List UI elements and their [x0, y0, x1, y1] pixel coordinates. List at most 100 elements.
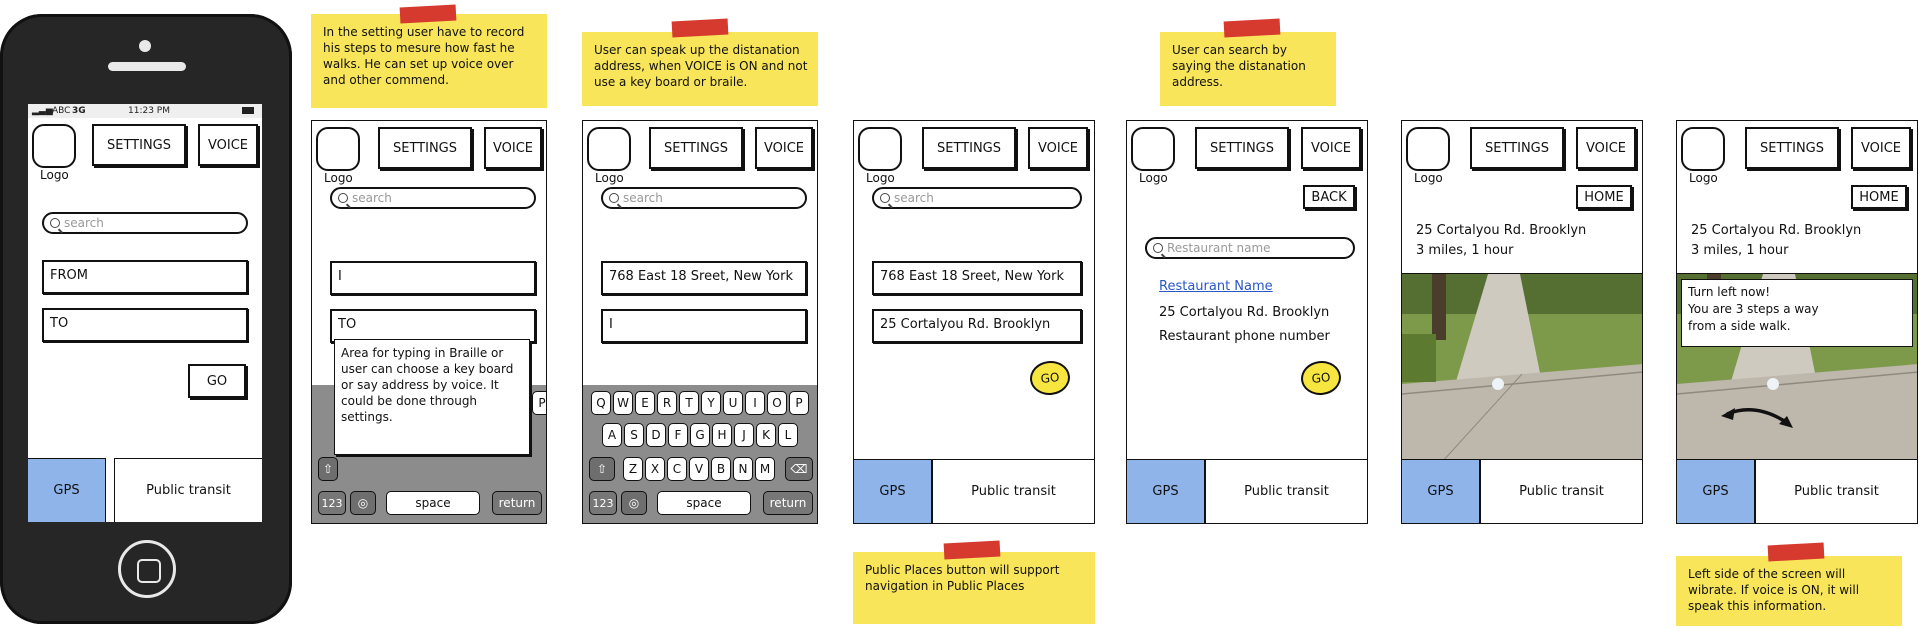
search-input[interactable]: search — [330, 187, 536, 209]
key-d[interactable]: D — [646, 423, 666, 447]
key-p[interactable]: P — [532, 391, 546, 415]
home-button-icon[interactable] — [118, 540, 176, 598]
restaurant-search-input[interactable]: Restaurant name — [1145, 237, 1355, 259]
to-field[interactable]: I — [601, 309, 807, 343]
public-transit-button[interactable]: Public transit — [1480, 459, 1642, 523]
trip-distance: 3 miles, 1 hour — [1691, 243, 1789, 258]
key-x[interactable]: X — [645, 457, 665, 481]
keyboard[interactable]: Q W E R T Y U I O P A S D F G H J K L ⇧ … — [583, 385, 817, 523]
backspace-key-icon[interactable]: ⌫ — [785, 457, 813, 481]
to-field[interactable]: 25 Cortalyou Rd. Brooklyn — [872, 309, 1082, 343]
key-r[interactable]: R — [657, 391, 677, 415]
key-u[interactable]: U — [723, 391, 743, 415]
key-i[interactable]: I — [745, 391, 765, 415]
home-button[interactable]: HOME — [1576, 185, 1632, 209]
space-key[interactable]: space — [657, 491, 751, 515]
key-v[interactable]: V — [689, 457, 709, 481]
search-input[interactable]: search — [872, 187, 1082, 209]
key-e[interactable]: E — [635, 391, 655, 415]
tape-decoration — [671, 18, 729, 38]
voice-button[interactable]: VOICE — [198, 124, 258, 166]
go-button[interactable]: GO — [188, 364, 246, 398]
return-key[interactable]: return — [763, 491, 813, 515]
key-j[interactable]: J — [734, 423, 754, 447]
search-placeholder: search — [894, 191, 934, 205]
settings-button[interactable]: SETTINGS — [378, 127, 472, 169]
key-a[interactable]: A — [602, 423, 622, 447]
gps-button[interactable]: GPS — [28, 458, 106, 522]
gps-button[interactable]: GPS — [1402, 459, 1480, 523]
public-transit-button[interactable]: Public transit — [932, 459, 1094, 523]
camera-icon — [139, 40, 151, 52]
from-field[interactable]: 768 East 18 Sreet, New York — [601, 261, 807, 295]
search-placeholder: search — [623, 191, 663, 205]
key-g[interactable]: G — [690, 423, 710, 447]
back-button[interactable]: BACK — [1303, 185, 1355, 209]
key-y[interactable]: Y — [701, 391, 721, 415]
settings-button[interactable]: SETTINGS — [92, 124, 186, 166]
from-field[interactable]: I — [330, 261, 536, 295]
key-b[interactable]: B — [711, 457, 731, 481]
tape-decoration — [1223, 18, 1281, 38]
voice-button[interactable]: VOICE — [1851, 127, 1911, 169]
to-field[interactable]: TO — [330, 309, 536, 343]
voice-button[interactable]: VOICE — [755, 127, 813, 169]
numbers-key[interactable]: 123 — [589, 491, 617, 515]
key-k[interactable]: K — [756, 423, 776, 447]
globe-key-icon[interactable]: ◎ — [621, 491, 647, 515]
voice-button[interactable]: VOICE — [1576, 127, 1636, 169]
public-transit-button[interactable]: Public transit — [1755, 459, 1917, 523]
key-c[interactable]: C — [667, 457, 687, 481]
from-field[interactable]: 768 East 18 Sreet, New York — [872, 261, 1082, 295]
to-field[interactable]: TO — [42, 308, 248, 342]
key-z[interactable]: Z — [623, 457, 643, 481]
public-transit-button[interactable]: Public transit — [114, 458, 262, 522]
screen-braille: Logo SETTINGS VOICE search I TO Q W E R … — [311, 120, 547, 524]
shift-key-icon[interactable]: ⇧ — [589, 457, 615, 481]
from-field[interactable]: FROM — [42, 260, 248, 294]
public-transit-button[interactable]: Public transit — [1205, 459, 1367, 523]
voice-button[interactable]: VOICE — [484, 127, 542, 169]
sticky-note-vibrate: Left side of the screen will wibrate. If… — [1676, 556, 1902, 626]
sidewalk-image — [1402, 274, 1642, 462]
search-input[interactable]: search — [601, 187, 807, 209]
go-button[interactable]: GO — [1299, 359, 1343, 397]
key-l[interactable]: L — [778, 423, 798, 447]
home-button[interactable]: HOME — [1851, 185, 1907, 209]
gps-button[interactable]: GPS — [1677, 459, 1755, 523]
shift-key-icon[interactable]: ⇧ — [318, 457, 338, 481]
go-button[interactable]: GO — [1028, 359, 1072, 397]
key-h[interactable]: H — [712, 423, 732, 447]
gps-button[interactable]: GPS — [1127, 459, 1205, 523]
screen-route-entered: Logo SETTINGS VOICE search 768 East 18 S… — [853, 120, 1095, 524]
settings-button[interactable]: SETTINGS — [922, 127, 1016, 169]
key-p[interactable]: P — [789, 391, 809, 415]
carrier-label: ABC — [52, 106, 71, 116]
voice-button[interactable]: VOICE — [1028, 127, 1088, 169]
search-icon — [880, 193, 890, 203]
restaurant-name-link[interactable]: Restaurant Name — [1159, 279, 1273, 294]
key-o[interactable]: O — [767, 391, 787, 415]
settings-button[interactable]: SETTINGS — [1745, 127, 1839, 169]
braille-tooltip: Area for typing in Braille or user can c… — [334, 339, 530, 455]
key-s[interactable]: S — [624, 423, 644, 447]
key-t[interactable]: T — [679, 391, 699, 415]
sticky-note-public-places: Public Places button will support naviga… — [853, 552, 1095, 624]
voice-button[interactable]: VOICE — [1301, 127, 1361, 169]
logo-label: Logo — [866, 171, 895, 185]
settings-button[interactable]: SETTINGS — [1195, 127, 1289, 169]
settings-button[interactable]: SETTINGS — [649, 127, 743, 169]
search-input[interactable]: search — [42, 212, 248, 234]
globe-key-icon[interactable]: ◎ — [350, 491, 376, 515]
key-w[interactable]: W — [613, 391, 633, 415]
return-key[interactable]: return — [492, 491, 542, 515]
key-f[interactable]: F — [668, 423, 688, 447]
key-q[interactable]: Q — [591, 391, 611, 415]
gps-button[interactable]: GPS — [854, 459, 932, 523]
settings-button[interactable]: SETTINGS — [1470, 127, 1564, 169]
key-n[interactable]: N — [733, 457, 753, 481]
screen-navigation: Logo SETTINGS VOICE HOME 25 Cortalyou Rd… — [1401, 120, 1643, 524]
numbers-key[interactable]: 123 — [318, 491, 346, 515]
space-key[interactable]: space — [386, 491, 480, 515]
key-m[interactable]: M — [755, 457, 775, 481]
